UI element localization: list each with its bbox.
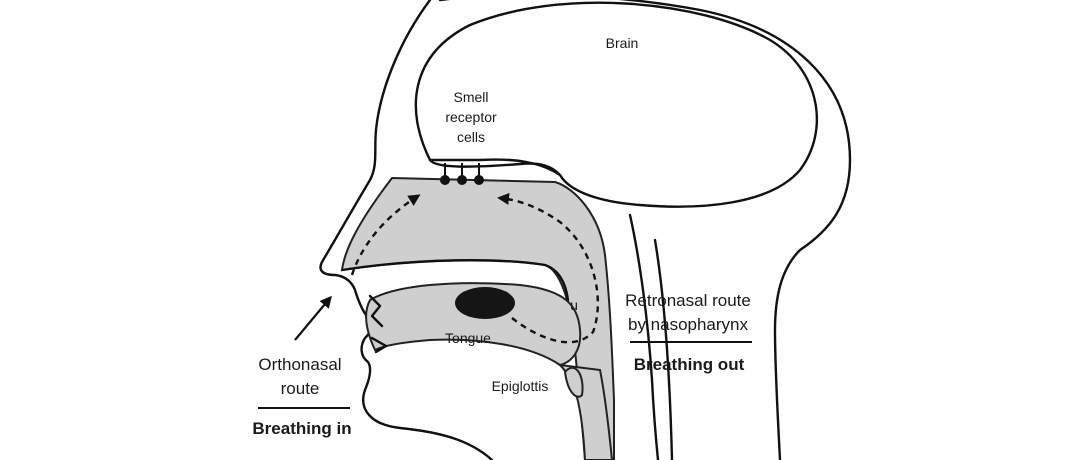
epiglottis-label: Epiglottis (492, 378, 549, 394)
tongue-region (365, 282, 582, 367)
tongue-dark-oval (455, 287, 515, 319)
breathing-in-label: Breathing in (252, 419, 351, 438)
retronasal-label-2: by nasopharynx (628, 315, 749, 334)
smell-receptor-label-2: receptor (445, 109, 497, 125)
epiglottis-shape (563, 366, 584, 398)
head-outline (319, 0, 494, 460)
neck-line-back (653, 238, 674, 460)
smell-receptors (440, 163, 484, 185)
breathing-out-label: Breathing out (634, 355, 745, 374)
orthonasal-label-2: route (281, 379, 320, 398)
tongue-label: Tongue (445, 330, 491, 346)
orthonasal-route-path (350, 194, 421, 276)
olfactory-bulb-outline (428, 158, 562, 177)
smell-receptor-label-3: cells (457, 129, 485, 145)
brain-label: Brain (606, 35, 639, 51)
orthonasal-label-1: Orthonasal (258, 355, 341, 374)
brain-outline (414, 1, 819, 208)
teeth-outline (368, 294, 388, 354)
palate-outline (340, 259, 570, 302)
retronasal-label-1: Retronasal route (625, 291, 751, 310)
smell-receptor-label-1: Smell (453, 89, 488, 105)
neck-line-front (628, 213, 660, 460)
uvula-label: u (570, 297, 578, 313)
orthonasal-pointer-arrow (294, 295, 332, 341)
back-of-head-outline (438, 0, 852, 460)
